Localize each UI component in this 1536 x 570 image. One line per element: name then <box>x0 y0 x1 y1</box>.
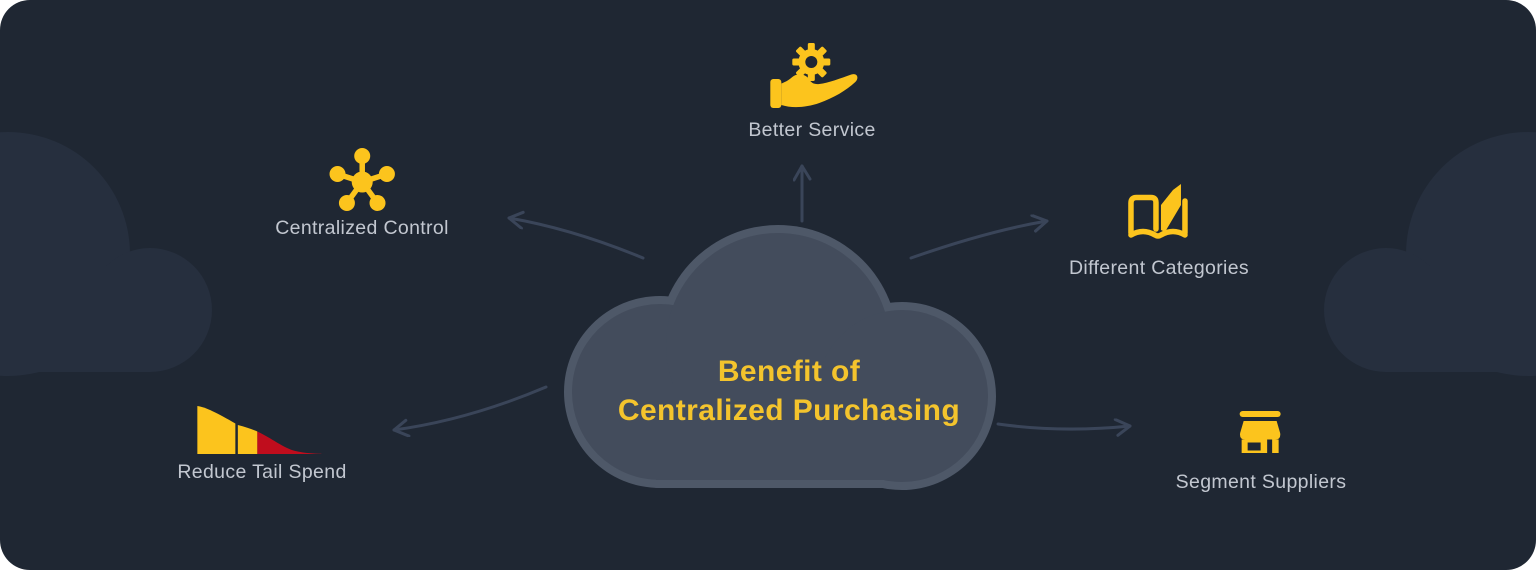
arrow-to-segment-suppliers <box>996 424 1132 429</box>
connector-arrows <box>392 164 1132 430</box>
arrow-to-different-categories <box>909 221 1049 260</box>
title-line-2: Centralized Purchasing <box>617 394 961 427</box>
benefit-label: Reduce Tail Spend <box>177 461 347 483</box>
benefit-label: Segment Suppliers <box>1175 471 1347 493</box>
hand-holding-gear-icon <box>770 43 858 108</box>
tail-chart-head-segment <box>196 406 235 454</box>
arrow-to-reduce-tail-spend <box>392 385 548 430</box>
background-cloud-right <box>1324 132 1536 376</box>
storefront-icon <box>1240 411 1281 453</box>
open-book-icon <box>1128 184 1188 239</box>
hand-part <box>770 74 858 108</box>
benefit-better-service: Better Service <box>748 42 875 142</box>
gear-part <box>792 43 830 81</box>
benefit-label: Centralized Control <box>275 217 449 239</box>
background-cloud-left <box>0 132 212 376</box>
tail-chart-mid-segment <box>237 425 257 454</box>
title-line-1: Benefit of <box>717 355 861 388</box>
arrow-to-centralized-control <box>507 218 645 260</box>
benefit-centralized-control: Centralized Control <box>275 144 449 240</box>
benefit-label: Better Service <box>748 119 876 141</box>
network-hub-icon <box>329 148 395 211</box>
central-cloud-title: Benefit of Centralized Purchasing <box>618 352 960 430</box>
benefit-different-categories: Different Categories <box>1069 181 1249 280</box>
benefit-label: Different Categories <box>1068 257 1250 279</box>
long-tail-chart-icon <box>196 406 321 454</box>
benefit-segment-suppliers: Segment Suppliers <box>1176 408 1347 494</box>
tail-chart-tail-segment <box>256 431 321 454</box>
benefit-reduce-tail-spend: Reduce Tail Spend <box>177 402 346 484</box>
central-cloud <box>572 233 988 482</box>
